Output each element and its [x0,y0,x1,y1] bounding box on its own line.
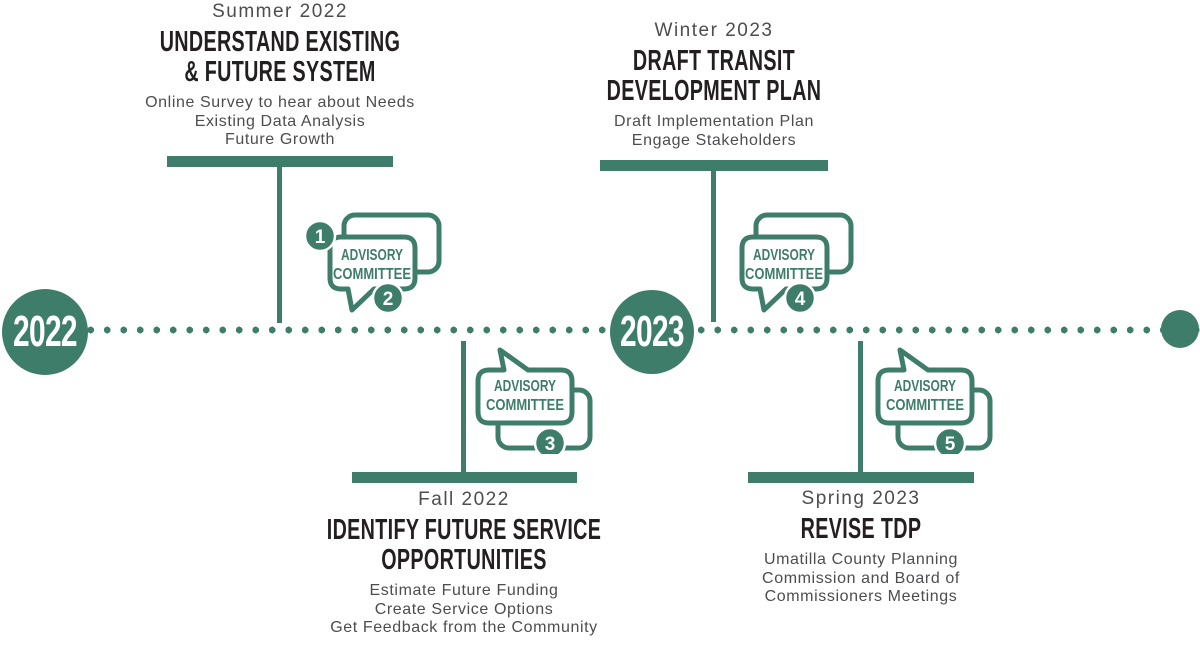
badge-number-4: 4 [795,289,806,310]
advisory-label-line1: ADVISORY [341,247,403,264]
season-label: Fall 2022 [418,489,510,510]
detail-line: Future Growth [224,131,336,148]
advisory-label-line1: ADVISORY [894,378,956,395]
title-line: OPPORTUNITIES [381,544,547,576]
advisory-label-line2: COMMITTEE [486,397,564,414]
connector-stem-summer [277,166,282,323]
title-line: REVISE TDP [800,513,922,545]
connector-bar-spring [748,472,974,483]
title-line: IDENTIFY FUTURE SERVICE [326,514,602,546]
connector-bar-fall [352,472,577,483]
season-label: Spring 2023 [801,488,921,509]
advisory-committee-icon-5: ADVISORY COMMITTEE 5 [875,347,993,454]
advisory-committee-icon-1-2: ADVISORY COMMITTEE 1 2 [303,212,442,315]
speech-bubble-front [875,347,975,426]
detail-line: Commissioners Meetings [764,588,958,605]
milestone-title: UNDERSTAND EXISTING & FUTURE SYSTEM [124,27,437,87]
speech-bubble-front [739,234,830,313]
year-circle-2023: 2023 [610,290,694,374]
season-label: Summer 2022 [212,1,348,22]
badge-circle-1 [303,219,337,253]
badge-number-5: 5 [945,434,956,454]
year-label-2022: 2022 [13,307,78,356]
detail-line: Commission and Board of [762,569,960,587]
title-line: DRAFT TRANSIT [632,45,796,77]
detail-line: Existing Data Analysis [194,112,366,130]
badge-circle-2 [371,281,405,315]
badge-circle-5 [933,426,967,454]
badge-circle-4 [783,281,817,315]
milestone-title: REVISE TDP [705,514,1018,544]
badge-number-1: 1 [315,227,326,248]
year-label-2023: 2023 [620,307,685,356]
advisory-label-line1: ADVISORY [753,247,815,264]
badge-number-2: 2 [383,289,394,310]
detail-line: Draft Implementation Plan [614,113,814,130]
advisory-label-line2: COMMITTEE [886,397,964,414]
title-line: DEVELOPMENT PLAN [606,75,822,107]
detail-line: Create Service Options [374,600,554,618]
advisory-label-line2: COMMITTEE [333,266,411,283]
connector-stem-spring [858,341,863,473]
badge-circle-3 [533,426,567,454]
title-line: & FUTURE SYSTEM [184,56,376,88]
speech-bubble-front [475,347,575,426]
year-circle-2022: 2022 [2,289,88,375]
detail-line: Online Survey to hear about Needs [145,94,415,111]
connector-bar-winter [600,160,828,171]
detail-line: Estimate Future Funding [369,582,559,599]
milestone-title: DRAFT TRANSIT DEVELOPMENT PLAN [558,46,871,106]
detail-line: Get Feedback from the Community [330,619,598,636]
timeline-end-circle [1161,310,1199,348]
title-line: UNDERSTAND EXISTING [159,26,401,58]
milestone-details: Online Survey to hear about Needs Existi… [50,94,510,150]
milestone-details: Umatilla County Planning Commission and … [631,551,1091,607]
detail-line: Umatilla County Planning [763,551,959,568]
detail-line: Engage Stakeholders [631,131,797,149]
milestone-details: Estimate Future Funding Create Service O… [234,582,694,638]
season-label: Winter 2023 [654,20,774,41]
milestone-winter-2023: Winter 2023 DRAFT TRANSIT DEVELOPMENT PL… [484,21,944,150]
milestone-title: IDENTIFY FUTURE SERVICE OPPORTUNITIES [308,515,621,575]
milestone-summer-2022: Summer 2022 UNDERSTAND EXISTING & FUTURE… [50,2,510,150]
connector-bar-summer [167,156,393,167]
advisory-committee-icon-3: ADVISORY COMMITTEE 3 [475,347,593,454]
advisory-label-line1: ADVISORY [494,378,556,395]
badge-number-3: 3 [545,434,556,454]
advisory-label-line2: COMMITTEE [745,266,823,283]
connector-stem-winter [711,170,716,322]
advisory-committee-icon-4: ADVISORY COMMITTEE 4 [739,212,854,315]
milestone-fall-2022: Fall 2022 IDENTIFY FUTURE SERVICE OPPORT… [234,490,694,638]
milestone-spring-2023: Spring 2023 REVISE TDP Umatilla County P… [631,489,1091,607]
connector-stem-fall [461,341,466,473]
milestone-details: Draft Implementation Plan Engage Stakeho… [484,113,944,150]
